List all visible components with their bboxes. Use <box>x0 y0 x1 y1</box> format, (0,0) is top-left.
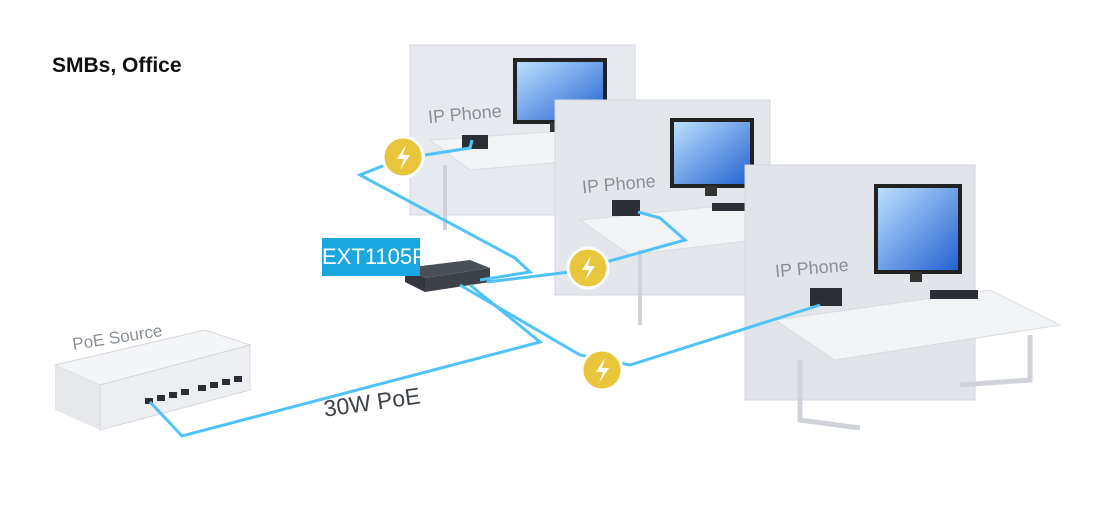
monitor-icon <box>874 184 962 274</box>
bolt-icon <box>580 348 624 392</box>
power-bolt-icons <box>381 135 624 392</box>
monitor-icon <box>670 118 754 188</box>
device-label: EXT1105P <box>322 238 427 276</box>
ip-phone-icon <box>612 200 640 216</box>
poe-source-switch <box>53 329 252 431</box>
page-title: SMBs, Office <box>52 54 182 77</box>
cubicle-3 <box>744 164 1062 431</box>
ip-phone-icon <box>810 288 842 306</box>
bolt-icon <box>381 135 425 179</box>
bolt-icon <box>566 246 610 290</box>
ip-phone-icon <box>462 135 488 149</box>
